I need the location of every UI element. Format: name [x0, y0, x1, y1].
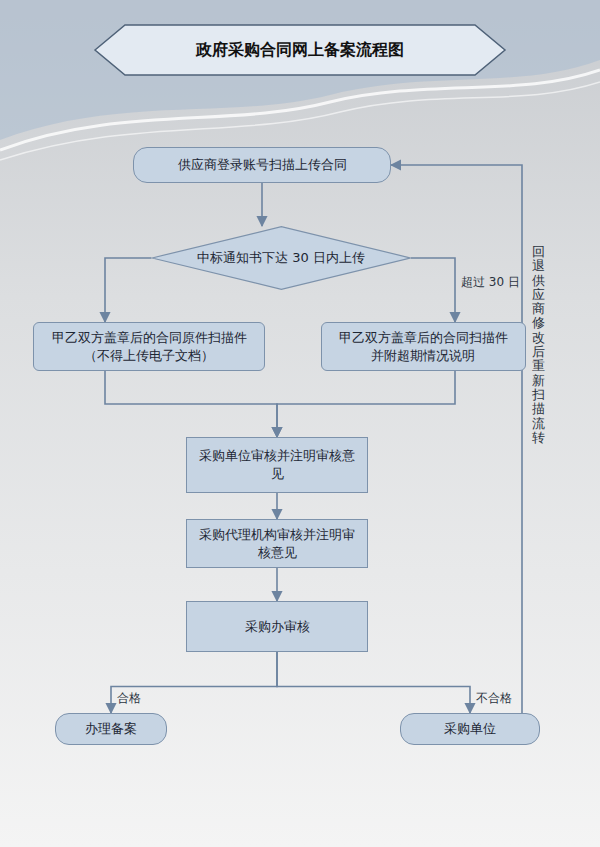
connector-label: 超过 30 日 — [461, 274, 520, 291]
flow-connector — [276, 493, 278, 519]
flow-connector — [276, 568, 278, 601]
connector-label: 合格 — [117, 690, 141, 707]
start-box: 供应商登录账号扫描上传合同 — [133, 147, 391, 183]
process-box: 甲乙双方盖章后的合同扫描件 并附超期情况说明 — [321, 322, 526, 371]
flow-connector — [105, 258, 152, 322]
end-box: 采购单位 — [400, 713, 540, 745]
node-text: 办理备案 — [85, 720, 137, 738]
node-text: 采购代理机构审核并注明审核意见 — [197, 526, 357, 561]
connector-label: 回退供应商修改后重新扫描流转 — [532, 245, 545, 445]
flow-connector — [391, 165, 522, 713]
node-text: 甲乙双方盖章后的合同扫描件 并附超期情况说明 — [332, 329, 515, 364]
connector-label: 不合格 — [476, 690, 512, 707]
wave-decoration — [0, 0, 600, 140]
process-box: 采购代理机构审核并注明审核意见 — [186, 519, 368, 568]
decision-diamond: 中标通知书下达 30 日内上传 — [152, 226, 411, 290]
diamond-shape — [152, 227, 411, 290]
wave-line — [0, 70, 600, 150]
flow-connector — [277, 652, 470, 713]
end-box: 办理备案 — [55, 713, 167, 745]
node-text: 采购办审核 — [245, 618, 310, 636]
diagram-title: 政府采购合同网上备案流程图 — [95, 25, 505, 75]
node-text: 中标通知书下达 30 日内上传 — [197, 249, 365, 267]
title-banner — [95, 25, 505, 75]
node-text: 采购单位审核并注明审核意见 — [197, 447, 357, 482]
node-text: 甲乙双方盖章后的合同原件扫描件 （不得上传电子文档） — [44, 329, 254, 364]
flow-connector — [261, 183, 263, 226]
node-text: 供应商登录账号扫描上传合同 — [178, 156, 347, 174]
flow-connector — [111, 652, 277, 713]
node-text: 采购单位 — [444, 720, 496, 738]
flow-connector — [105, 371, 277, 437]
flow-connector — [277, 371, 455, 437]
process-box: 甲乙双方盖章后的合同原件扫描件 （不得上传电子文档） — [33, 322, 265, 371]
process-box: 采购单位审核并注明审核意见 — [186, 437, 368, 493]
flow-connector — [410, 258, 455, 322]
process-box: 采购办审核 — [186, 601, 368, 652]
